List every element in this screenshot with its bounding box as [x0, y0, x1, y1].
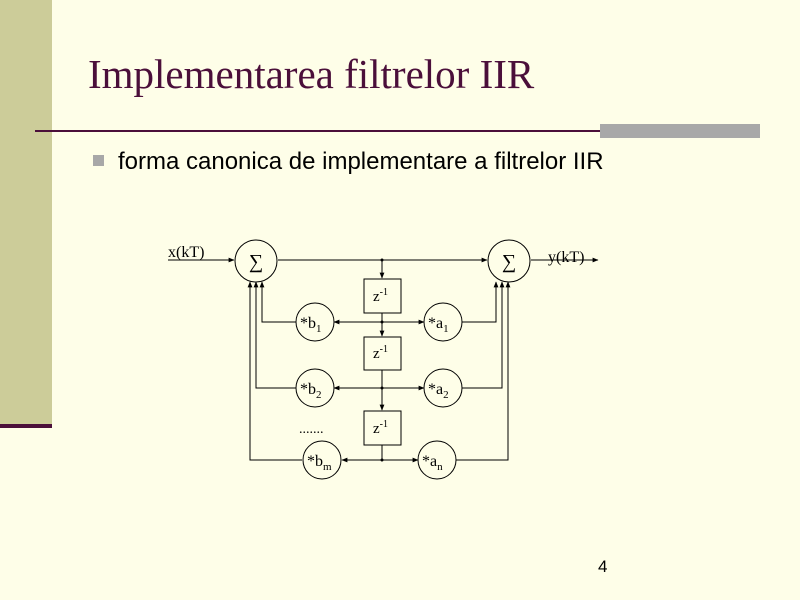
bullet-square-icon [93, 155, 104, 166]
svg-text:z-1: z-1 [373, 344, 388, 362]
svg-text:z-1: z-1 [373, 287, 388, 305]
svg-text:*bm: *bm [307, 453, 332, 473]
input-summer: ∑ [234, 239, 278, 283]
sigma-symbol: ∑ [502, 251, 516, 273]
delay-block-2: z-1 [363, 336, 402, 371]
title-rule-bar [600, 124, 760, 138]
bullet-text: forma canonica de implementare a filtrel… [118, 148, 604, 175]
input-label: x(kT) [168, 244, 204, 261]
diagram-connections [168, 257, 599, 463]
coeff-an: *an [417, 440, 457, 480]
sidebar-accent-line [0, 424, 52, 428]
junction-dots [380, 258, 384, 462]
coeff-b1: *b1 [295, 302, 335, 342]
coeff-bm: *bm [302, 440, 342, 480]
iir-canonical-diagram: x(kT) y(kT) ∑ ∑ z-1 z-1 z-1 *b1 *b2 ....… [168, 239, 599, 480]
page-number: 4 [598, 557, 608, 576]
sidebar-band [0, 0, 52, 426]
output-summer: ∑ [487, 239, 531, 283]
title-rule [35, 130, 600, 132]
ellipsis: ....... [299, 422, 324, 437]
svg-text:*a2: *a2 [428, 381, 449, 401]
slide-title: Implementarea filtrelor IIR [88, 51, 535, 97]
coeff-a1: *a1 [423, 302, 463, 342]
coeff-b2: *b2 [295, 368, 335, 408]
svg-text:*an: *an [422, 453, 443, 473]
output-label: y(kT) [548, 249, 584, 266]
svg-text:z-1: z-1 [373, 419, 388, 437]
svg-text:*a1: *a1 [428, 315, 449, 335]
svg-text:*b1: *b1 [300, 315, 322, 335]
svg-text:*b2: *b2 [300, 381, 322, 401]
sigma-symbol: ∑ [249, 251, 263, 273]
coeff-a2: *a2 [423, 368, 463, 408]
delay-block-1: z-1 [363, 278, 402, 314]
delay-block-3: z-1 [363, 410, 402, 446]
